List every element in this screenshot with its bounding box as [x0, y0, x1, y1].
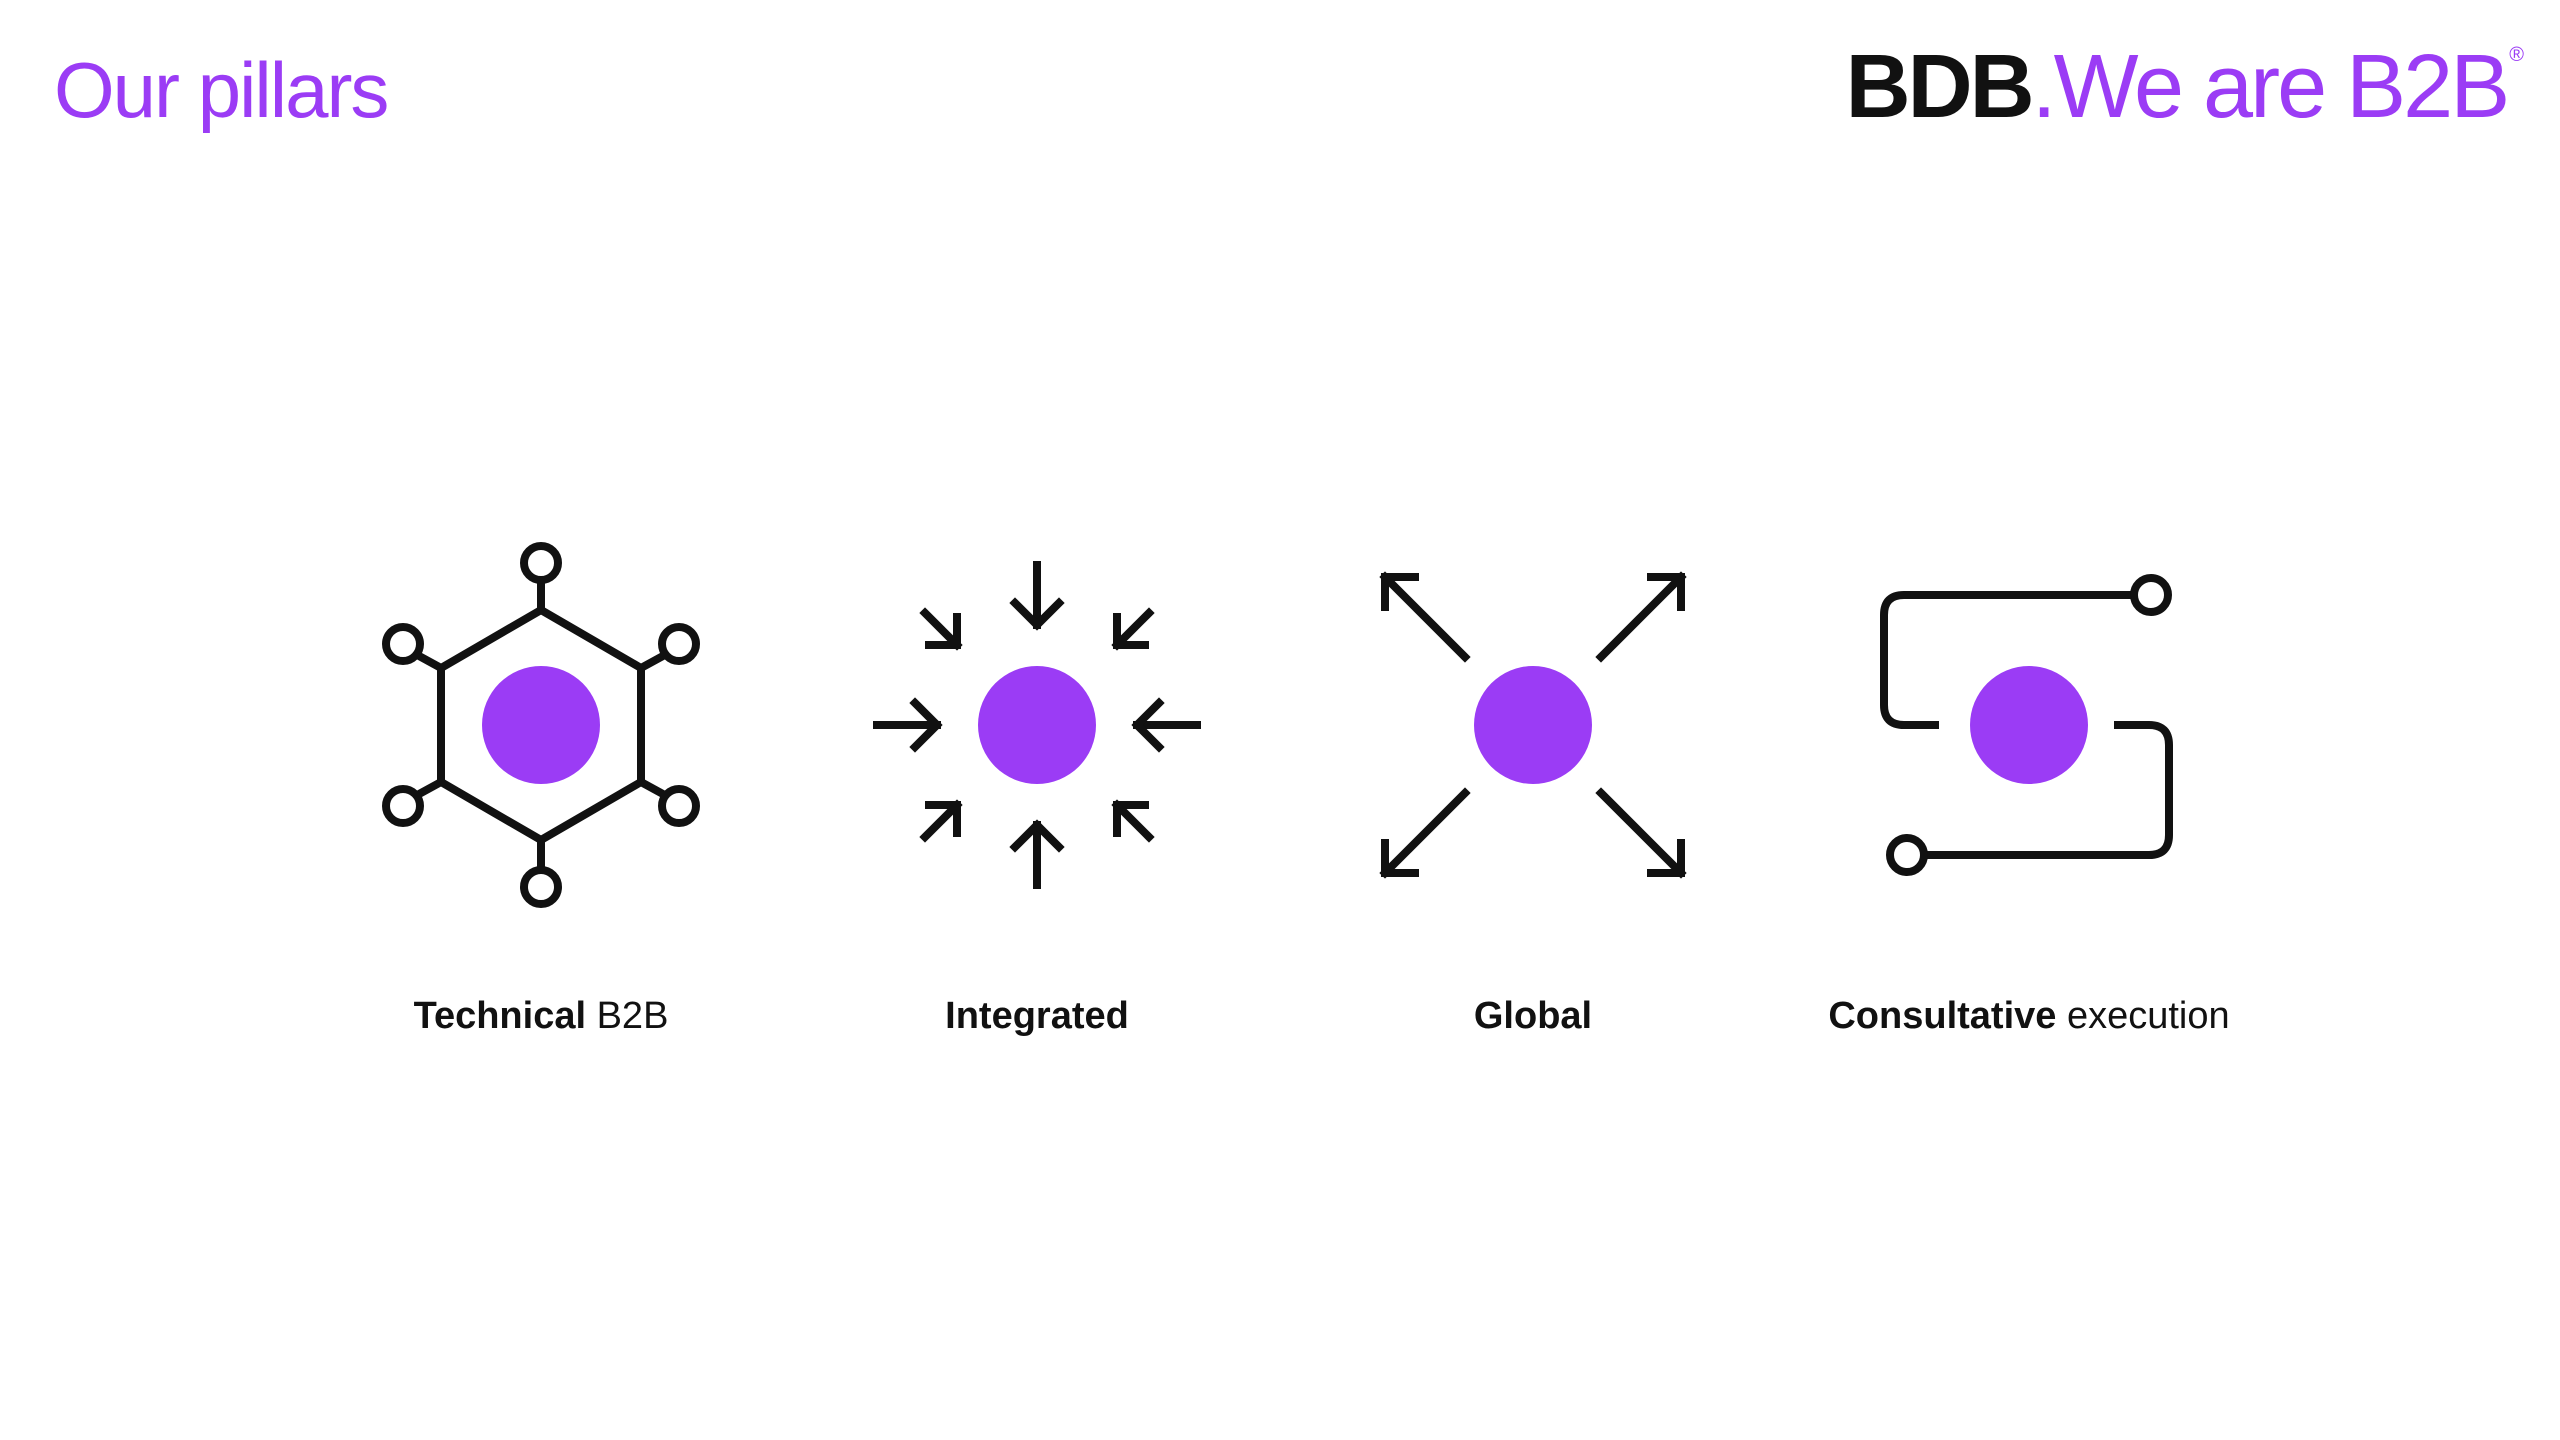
brand-tagline: .We are B2B	[2031, 37, 2511, 137]
pillar-global: Global	[1273, 530, 1793, 1040]
pillar-consultative: Consultative execution	[1769, 530, 2289, 1040]
arrows-inward-icon	[873, 561, 1201, 889]
pillar-label-bold: Global	[1473, 995, 1593, 1037]
arrows-outward-icon	[1379, 571, 1687, 879]
pillar-label: Integrated	[777, 994, 1297, 1040]
brand-logo: BDB.We are B2B®	[1846, 36, 2524, 140]
pillar-technical: Technical B2B	[281, 530, 801, 1040]
pillar-label: Technical B2B	[281, 994, 801, 1040]
pillar-label-light: execution	[2056, 995, 2230, 1037]
registered-mark: ®	[2509, 44, 2524, 66]
page-title: Our pillars	[54, 46, 389, 134]
pillar-label: Consultative execution	[1769, 994, 2289, 1040]
pillar-integrated: Integrated	[777, 530, 1297, 1040]
pillar-label-bold: Consultative	[1828, 995, 2057, 1037]
brand-mark: BDB	[1845, 37, 2035, 137]
pillar-label: Global	[1273, 994, 1793, 1040]
hexagon-network-icon	[382, 542, 700, 908]
pillar-label-bold: Technical	[413, 995, 587, 1037]
winding-path-icon	[1880, 574, 2173, 876]
pillar-label-light: B2B	[586, 995, 669, 1037]
pillar-label-bold: Integrated	[945, 995, 1129, 1037]
